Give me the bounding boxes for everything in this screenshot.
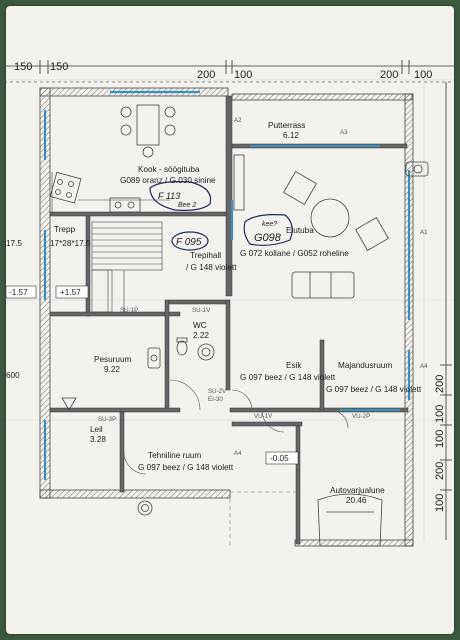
entry-level: -0.05 <box>270 454 289 463</box>
kitchen-color: G089 oranz / G.030 sinine <box>120 176 216 185</box>
handwritten-note-1: F 095 <box>176 237 202 248</box>
staircase <box>91 221 163 313</box>
car-icon <box>317 493 383 547</box>
dim-right-5: 100 <box>434 494 446 512</box>
tag-a4b: A4 <box>234 450 242 457</box>
laundry-area: 9.22 <box>104 365 120 374</box>
left-dim-c: 600 <box>6 371 20 380</box>
sauna-area: 3.28 <box>90 435 106 444</box>
windows <box>43 90 411 480</box>
element-tags: A2 A3 A1 A4 A4 SU-1P SU-1V SU-2V EI-30 S… <box>98 117 428 457</box>
tag-su1p: SU-1P <box>120 307 138 314</box>
dim-right-1: 200 <box>434 375 446 393</box>
dashed-guides <box>229 491 300 546</box>
handwritten-note-3: F 113 <box>158 191 180 201</box>
entry-level-box <box>265 451 299 465</box>
handwritten-note-4: Bee 2 <box>178 202 196 209</box>
stairs-name: Trepp <box>54 225 76 234</box>
sauna-name: Leil <box>90 425 103 434</box>
tag-a2: A2 <box>234 117 242 124</box>
chimney-icon <box>405 161 429 177</box>
handwritten-notes: F 095 G098 F 113 Bee 2 kee? <box>158 191 282 248</box>
tech-name: Tehniline ruum <box>148 451 201 460</box>
hall-color: G 097 beez / G 148 violett <box>240 373 336 382</box>
stair-level: +1.57 <box>60 288 81 297</box>
tag-a3: A3 <box>340 129 348 136</box>
carport-area: 20.46 <box>346 496 367 505</box>
door-swings <box>123 379 349 475</box>
terrace-area: 6.12 <box>283 131 299 140</box>
dim-top-mid: 200 <box>197 69 215 81</box>
laundry-name: Pesuruum <box>94 355 131 364</box>
tag-su1v: SU-1V <box>192 307 211 314</box>
left-edge-labels: 17.5 -1.57 600 <box>5 239 37 380</box>
tag-su2v: SU-2V <box>208 388 227 395</box>
dim-top-right-b: 100 <box>414 69 432 81</box>
dim-top-left: 150 <box>14 61 32 73</box>
stair-level-box <box>55 285 89 299</box>
carport-name: Autovarjualune <box>330 486 385 495</box>
tag-a4: A4 <box>420 363 428 370</box>
dining-table <box>120 104 176 158</box>
living-room-furniture <box>233 154 389 299</box>
stairs-spec: 17*28*17.5 <box>50 239 91 248</box>
interior-walls <box>49 95 409 545</box>
tag-ei30: EI-30 <box>208 396 223 403</box>
handwritten-circles <box>149 181 293 251</box>
wc-fixtures <box>176 337 215 361</box>
tech-color: G 097 beez / G 148 violett <box>138 463 234 472</box>
stairhall-color: / G 148 violett <box>186 263 237 272</box>
hall-name: Esik <box>286 361 302 370</box>
stove-icon <box>49 171 82 204</box>
dim-right-4: 200 <box>434 462 446 480</box>
dim-top-mid-b: 100 <box>234 69 252 81</box>
living-color: G 072 kollane / G052 roheline <box>240 249 349 258</box>
tag-vu2p: VU-2P <box>352 413 370 420</box>
stairhall-name: Trepihall <box>190 251 221 260</box>
room-labels: Kook - söögituba G089 oranz / G.030 sini… <box>50 121 422 505</box>
tag-vu1v: VU-1V <box>254 413 273 420</box>
paper-grid-lines <box>6 79 454 540</box>
dim-right-3: 100 <box>434 430 446 448</box>
wc-name: WC <box>193 321 207 330</box>
dimension-line-top <box>4 60 454 83</box>
handwritten-note-5: kee? <box>262 221 277 228</box>
dim-top-left-b: 150 <box>50 61 68 73</box>
floor-plan-drawing: 150 150 200 100 200 100 200 100 100 200 … <box>4 60 454 547</box>
kitchen-sink-icon <box>109 197 141 213</box>
utility-color: G 097 beez / G 148 violett <box>326 385 422 394</box>
kitchen-name: Kook - söögituba <box>138 165 200 174</box>
left-level-box <box>5 285 37 299</box>
boiler-icon <box>137 500 153 516</box>
dimension-line-right <box>440 82 452 540</box>
left-dim-a: 17.5 <box>6 239 22 248</box>
tag-su3p: SU-3P <box>98 416 116 423</box>
terrace-name: Putterrass <box>268 121 305 130</box>
sauna-heater-icon <box>61 397 77 411</box>
dim-right-2: 100 <box>434 405 446 423</box>
utility-name: Majandusruum <box>338 361 392 370</box>
dim-top-right: 200 <box>380 69 398 81</box>
laundry-sink-icon <box>147 347 161 369</box>
living-name: Elutuba <box>286 226 314 235</box>
left-dim-b: -1.57 <box>9 288 28 297</box>
tag-a1: A1 <box>420 229 428 236</box>
wc-area: 2.22 <box>193 331 209 340</box>
handwritten-note-2: G098 <box>254 232 282 244</box>
floor-plan-sheet: 150 150 200 100 200 100 200 100 100 200 … <box>4 6 454 634</box>
